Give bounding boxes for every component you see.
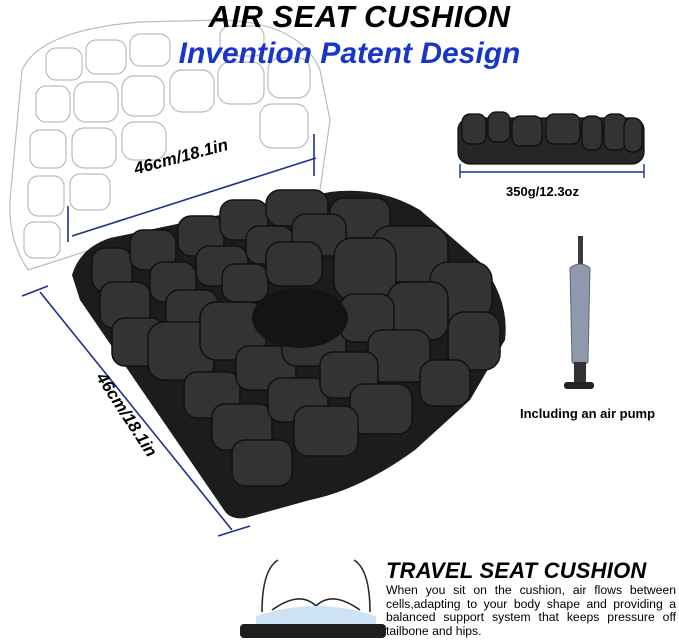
weight-label: 350g/12.3oz: [506, 184, 579, 199]
page-subtitle: Invention Patent Design: [178, 37, 521, 70]
travel-heading: TRAVEL SEAT CUSHION: [386, 558, 647, 583]
page-title: AIR SEAT CUSHION: [208, 0, 511, 34]
accessory-label: Including an air pump: [520, 406, 656, 421]
travel-description: When you sit on the cushion, air flows b…: [386, 583, 676, 638]
